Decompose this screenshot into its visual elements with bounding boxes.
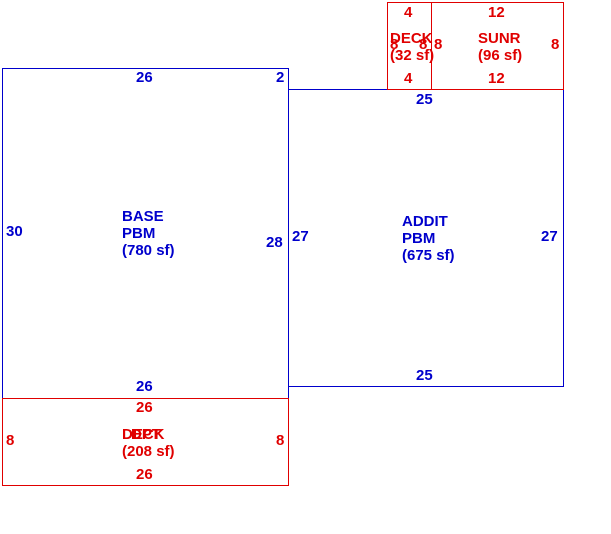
- deck-bottom-area-code-a: DECK: [122, 426, 165, 443]
- addit-dim-right: 27: [541, 228, 558, 245]
- sunroom-area-outline[interactable]: [431, 2, 564, 90]
- base-dim-right: 28: [266, 234, 283, 251]
- addit-area-label: ADDIT PBM (675 sf): [402, 213, 455, 264]
- sunroom-area-label: SUNR (96 sf): [478, 30, 522, 64]
- base-dim-bottom: 26: [136, 378, 153, 395]
- sunroom-dim-top: 12: [488, 4, 505, 21]
- deck-bottom-dim-bottom: 26: [136, 466, 153, 483]
- base-area-code: BASE: [122, 208, 164, 225]
- addit-area-code: ADDIT: [402, 213, 448, 230]
- addit-area-size: (675 sf): [402, 247, 455, 264]
- deck-bottom-area-outline[interactable]: [2, 398, 289, 486]
- deck-bottom-dim-left: 8: [6, 432, 15, 449]
- deck-top-dim-right: 8: [419, 36, 428, 53]
- addit-dim-top: 25: [416, 91, 433, 108]
- sunroom-dim-left: 8: [434, 36, 443, 53]
- sunroom-area-code: SUNR: [478, 30, 521, 47]
- deck-top-dim-top: 4: [404, 4, 413, 21]
- deck-top-area-size: (32 sf): [390, 47, 435, 64]
- base-dim-left: 30: [6, 223, 23, 240]
- deck-top-dim-bottom: 4: [404, 70, 413, 87]
- base-area-type: PBM: [122, 225, 156, 242]
- addit-area-type: PBM: [402, 230, 436, 247]
- sunroom-area-size: (96 sf): [478, 47, 523, 64]
- deck-top-area-code: DECK: [390, 30, 433, 47]
- base-area-size: (780 sf): [122, 242, 175, 259]
- base-dim-top-right: 2: [276, 69, 285, 86]
- deck-bottom-area-code-b: DPT: [131, 426, 161, 443]
- sunroom-dim-right: 8: [551, 36, 560, 53]
- deck-top-dim-left: 8: [390, 36, 399, 53]
- deck-bottom-area-size: (208 sf): [122, 443, 175, 460]
- base-dim-top: 26: [136, 69, 153, 86]
- deck-top-area-label: DECK (32 sf): [390, 30, 434, 64]
- base-area-label: BASE PBM (780 sf): [122, 208, 175, 259]
- sunroom-dim-bottom: 12: [488, 70, 505, 87]
- deck-bottom-dim-top: 26: [136, 399, 153, 416]
- addit-dim-bottom: 25: [416, 367, 433, 384]
- addit-dim-left: 27: [292, 228, 309, 245]
- deck-bottom-dim-right: 8: [276, 432, 285, 449]
